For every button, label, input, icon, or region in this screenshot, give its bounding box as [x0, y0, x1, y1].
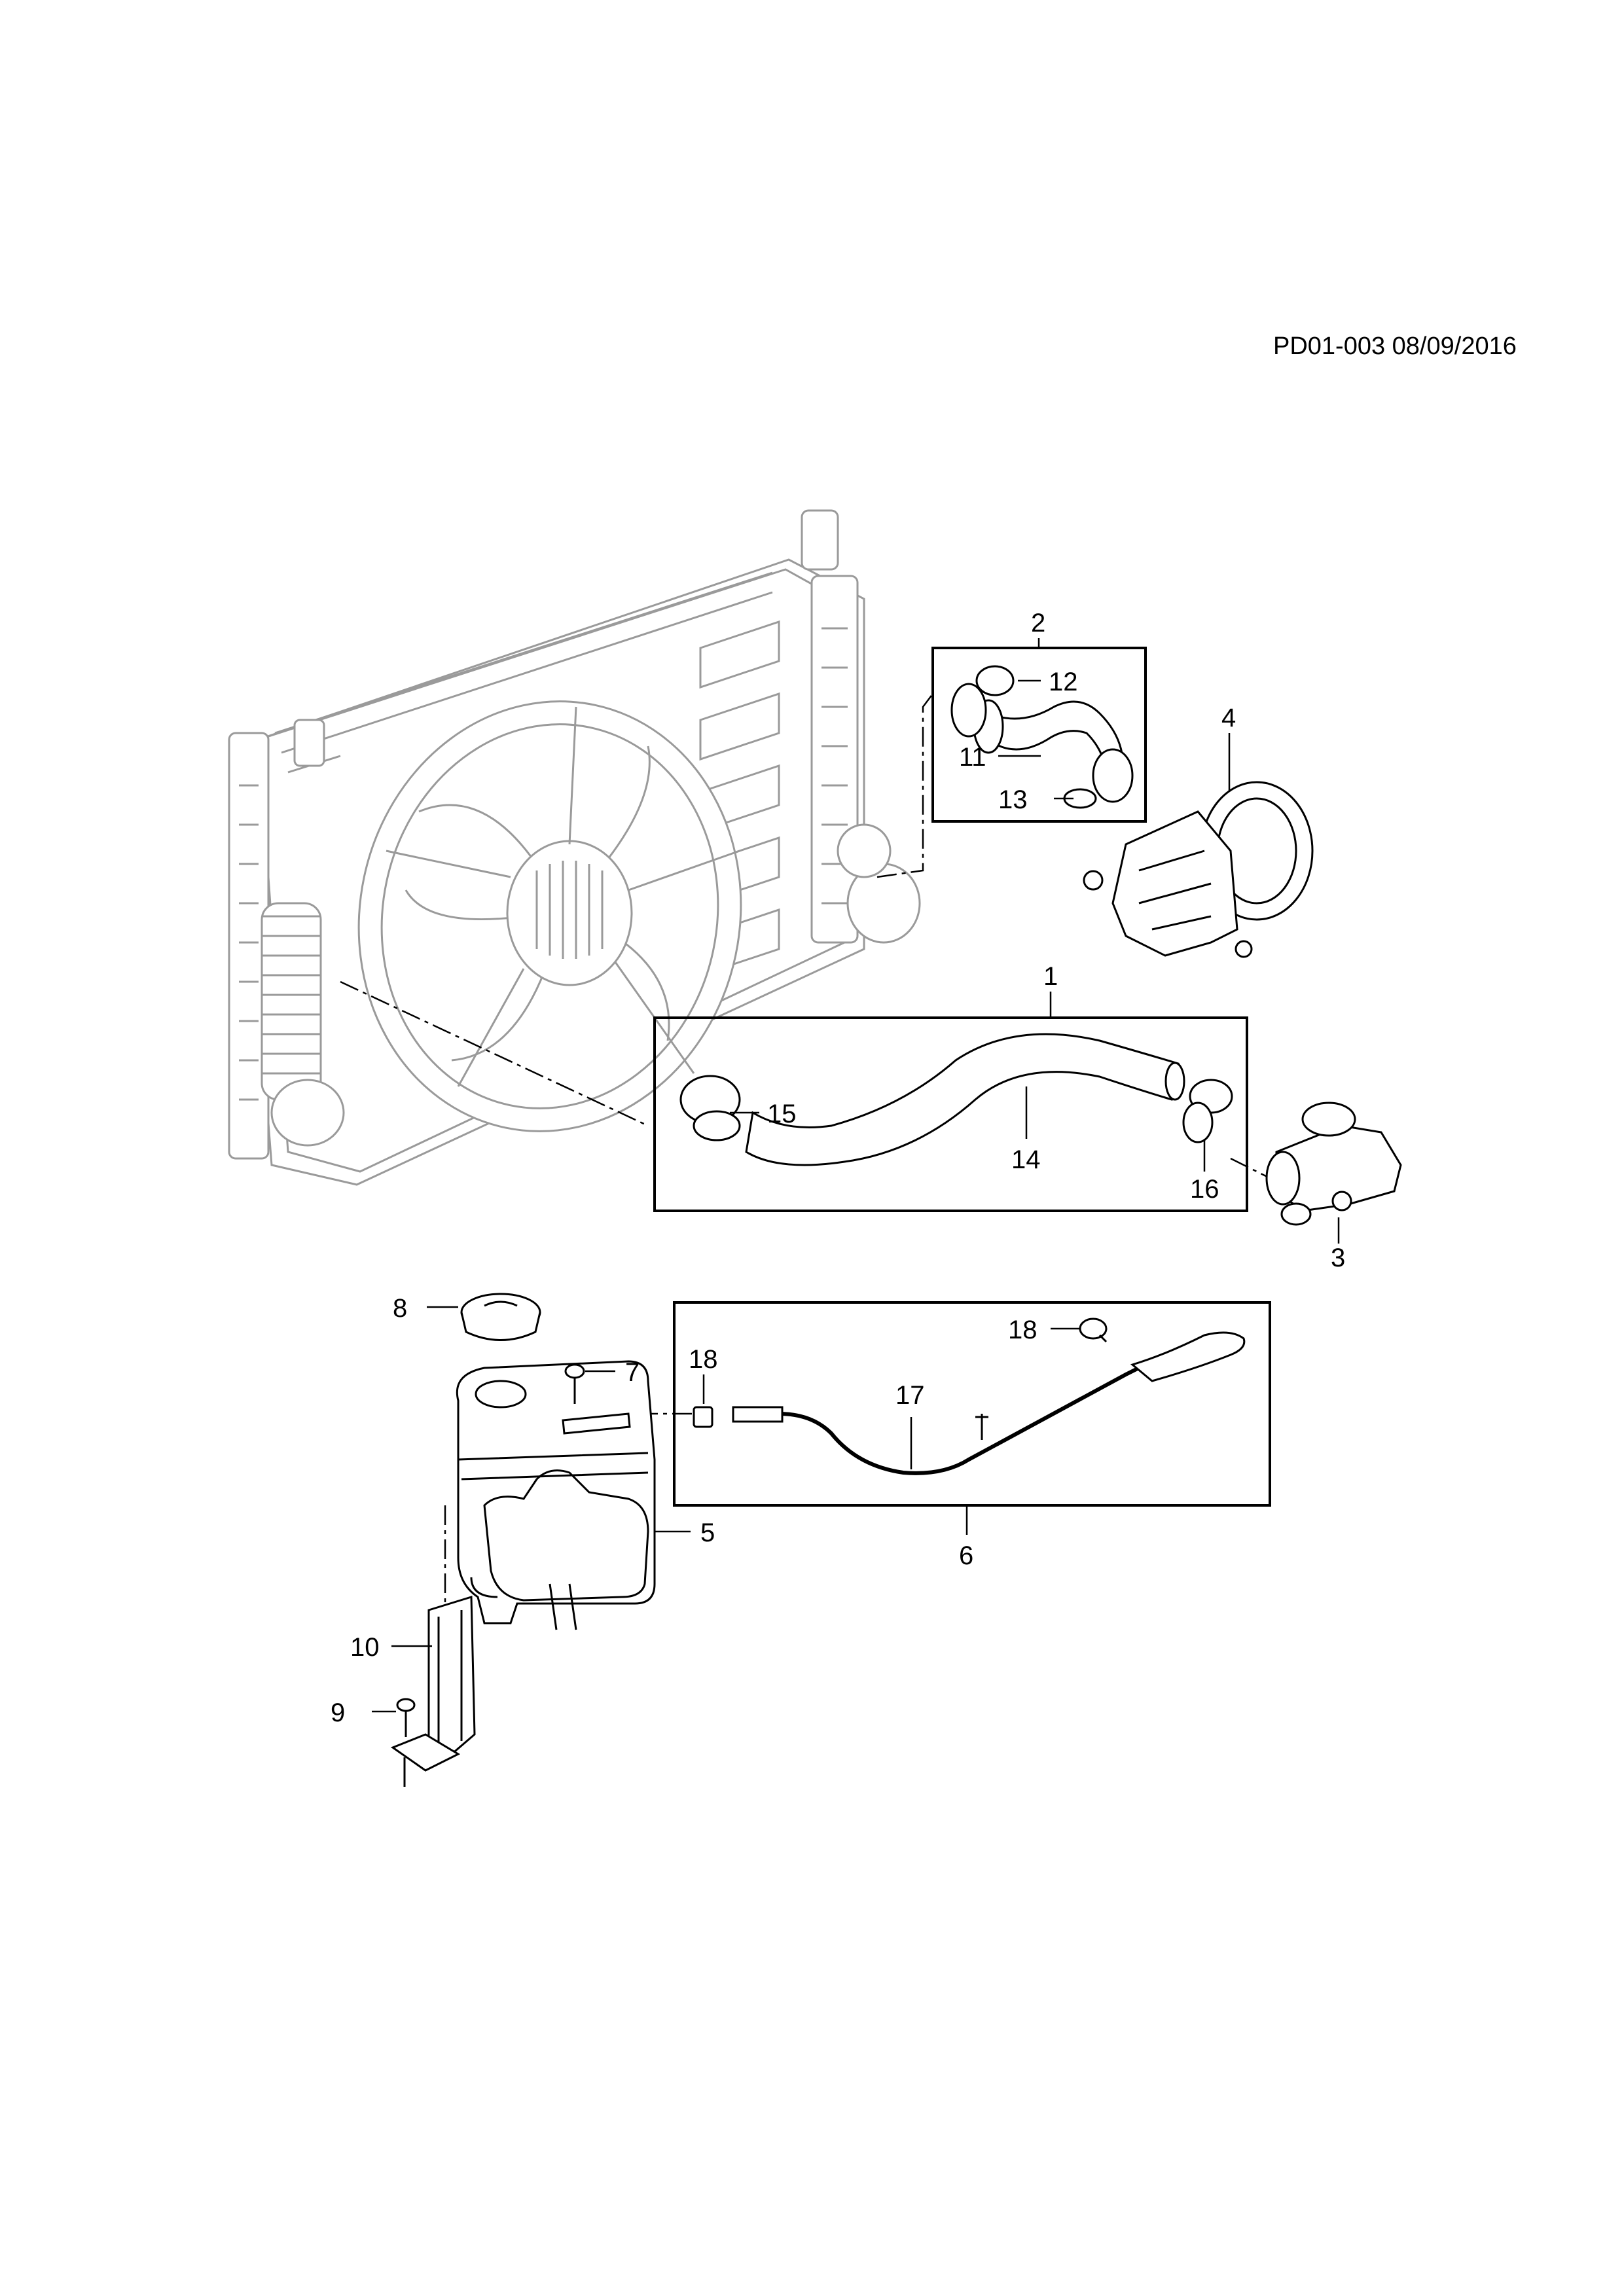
hose-clip-18-right — [1079, 1318, 1108, 1343]
callout-9: 9 — [331, 1698, 345, 1727]
callout-8: 8 — [393, 1294, 407, 1323]
hose-clamp-15 — [679, 1075, 741, 1141]
hose-clamp-13 — [1063, 748, 1134, 809]
connection-line-upper — [876, 693, 933, 878]
thermostat-housing-3 — [1265, 1102, 1402, 1226]
connection-line-thermostat — [1230, 1157, 1271, 1179]
callout-12: 12 — [1049, 668, 1078, 696]
drawing-reference: PD01-003 08/09/2016 — [1273, 332, 1517, 360]
callout-4: 4 — [1221, 704, 1236, 732]
callout-18-left: 18 — [689, 1345, 718, 1374]
callout-1: 1 — [1043, 962, 1058, 991]
bolt-9 — [396, 1698, 416, 1737]
callout-14: 14 — [1011, 1145, 1041, 1174]
bolt-7 — [564, 1363, 585, 1404]
tank-cap-8 — [460, 1293, 541, 1341]
expansion-tank-5 — [456, 1360, 656, 1630]
radiator-fan-assembly — [228, 509, 921, 1186]
callout-6: 6 — [959, 1541, 973, 1570]
bracket-10 — [390, 1595, 476, 1787]
callout-3: 3 — [1331, 1244, 1345, 1272]
hose-clamp-16 — [1182, 1079, 1233, 1143]
hose-clamp-12 — [950, 665, 1015, 738]
callout-17: 17 — [895, 1381, 925, 1410]
callout-15: 15 — [767, 1100, 797, 1128]
lower-hose-14 — [745, 1033, 1185, 1166]
hose-clip-18-left — [693, 1406, 713, 1428]
callout-7: 7 — [625, 1358, 640, 1387]
connection-line-lower — [340, 980, 649, 1127]
callout-11: 11 — [959, 743, 986, 772]
callout-5: 5 — [700, 1518, 715, 1547]
callout-10: 10 — [350, 1633, 380, 1662]
group-box-6 — [673, 1301, 1271, 1507]
group-box-1 — [653, 1016, 1248, 1212]
coolant-outlet-housing-4 — [1083, 781, 1314, 958]
vent-hose-17 — [732, 1331, 1246, 1475]
callout-2: 2 — [1031, 609, 1045, 637]
callout-13: 13 — [998, 785, 1028, 814]
callout-18-right: 18 — [1008, 1316, 1038, 1344]
callout-16: 16 — [1190, 1175, 1219, 1204]
